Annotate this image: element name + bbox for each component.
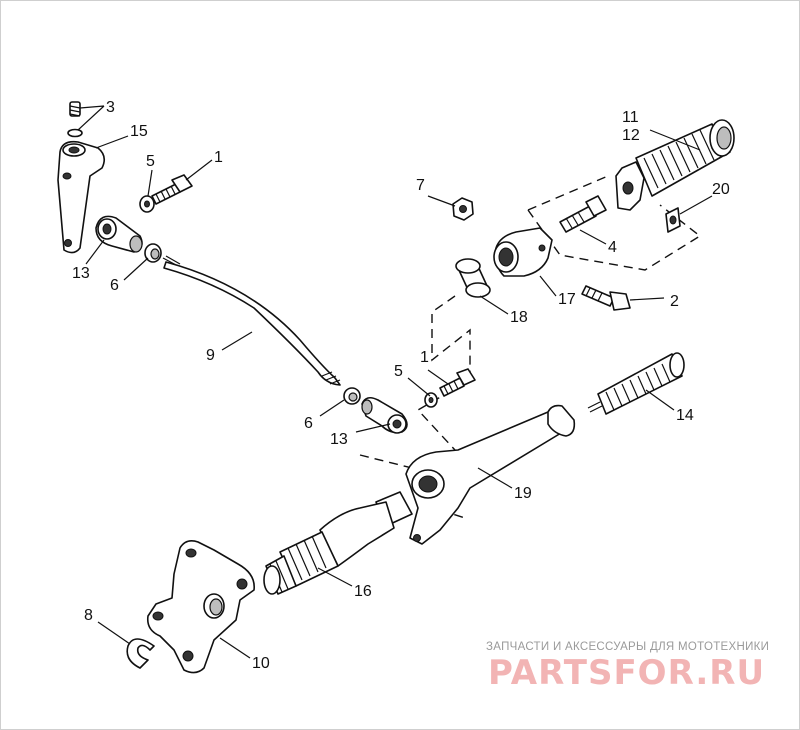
watermark-tagline: ЗАПЧАСТИ И АКСЕССУАРЫ ДЛЯ МОТОТЕХНИКИ [486, 641, 769, 653]
part-3-screw [67, 101, 83, 138]
part-5-washer-upper [139, 195, 155, 213]
callout-5-lower: 5 [394, 363, 403, 380]
callout-13-lower: 13 [330, 431, 348, 448]
callout-numbers: 3 15 5 1 13 6 9 7 11 12 20 4 17 2 18 1 5… [72, 99, 730, 672]
callout-15: 15 [130, 123, 148, 140]
callout-20: 20 [712, 181, 730, 198]
callout-5-upper: 5 [146, 153, 155, 170]
part-18-bushing [455, 258, 491, 298]
part-10-bracket [146, 540, 255, 674]
part-8-e-clip [126, 638, 155, 669]
callout-18: 18 [510, 309, 528, 326]
callout-17: 17 [558, 291, 576, 308]
watermark-logo: PARTSFOR.RU [488, 653, 765, 693]
part-1-bolt-lower [439, 368, 476, 397]
part-9-shift-rod [162, 255, 341, 386]
callout-6-lower: 6 [304, 415, 313, 432]
callout-2: 2 [670, 293, 679, 310]
part-16-shaft [263, 491, 413, 595]
part-7-nut [452, 197, 474, 221]
part-11-12-footpeg [615, 119, 735, 211]
callout-9: 9 [206, 347, 215, 364]
part-4-bolt [559, 195, 607, 233]
callout-3: 3 [106, 99, 115, 116]
part-14-rubber-peg [587, 352, 685, 415]
part-15-shift-lever [57, 140, 106, 254]
callout-13-upper: 13 [72, 265, 90, 282]
callout-16: 16 [354, 583, 372, 600]
part-17-clamp [493, 227, 553, 277]
part-6-nut-upper [144, 243, 162, 263]
part-13-rod-end-lower [361, 396, 408, 434]
callout-7: 7 [416, 177, 425, 194]
part-19-shift-lever [405, 404, 576, 545]
part-13-rod-end-upper [95, 215, 143, 253]
callout-12: 12 [622, 127, 640, 144]
part-6-nut-lower [343, 387, 361, 405]
callout-4: 4 [608, 239, 617, 256]
callout-6-upper: 6 [110, 277, 119, 294]
part-20-spacer [665, 207, 681, 233]
callout-19: 19 [514, 485, 532, 502]
leader-lines [77, 105, 713, 659]
callout-1-lower: 1 [420, 349, 429, 366]
callout-1-upper: 1 [214, 149, 223, 166]
callout-11: 11 [622, 109, 639, 126]
callout-10: 10 [252, 655, 270, 672]
callout-8: 8 [84, 607, 93, 624]
watermark: ЗАПЧАСТИ И АКСЕССУАРЫ ДЛЯ МОТОТЕХНИКИ PA… [486, 641, 769, 693]
part-5-washer-lower [424, 392, 438, 408]
part-2-bolt [581, 285, 631, 311]
callout-14: 14 [676, 407, 694, 424]
part-1-bolt-upper [151, 174, 193, 205]
